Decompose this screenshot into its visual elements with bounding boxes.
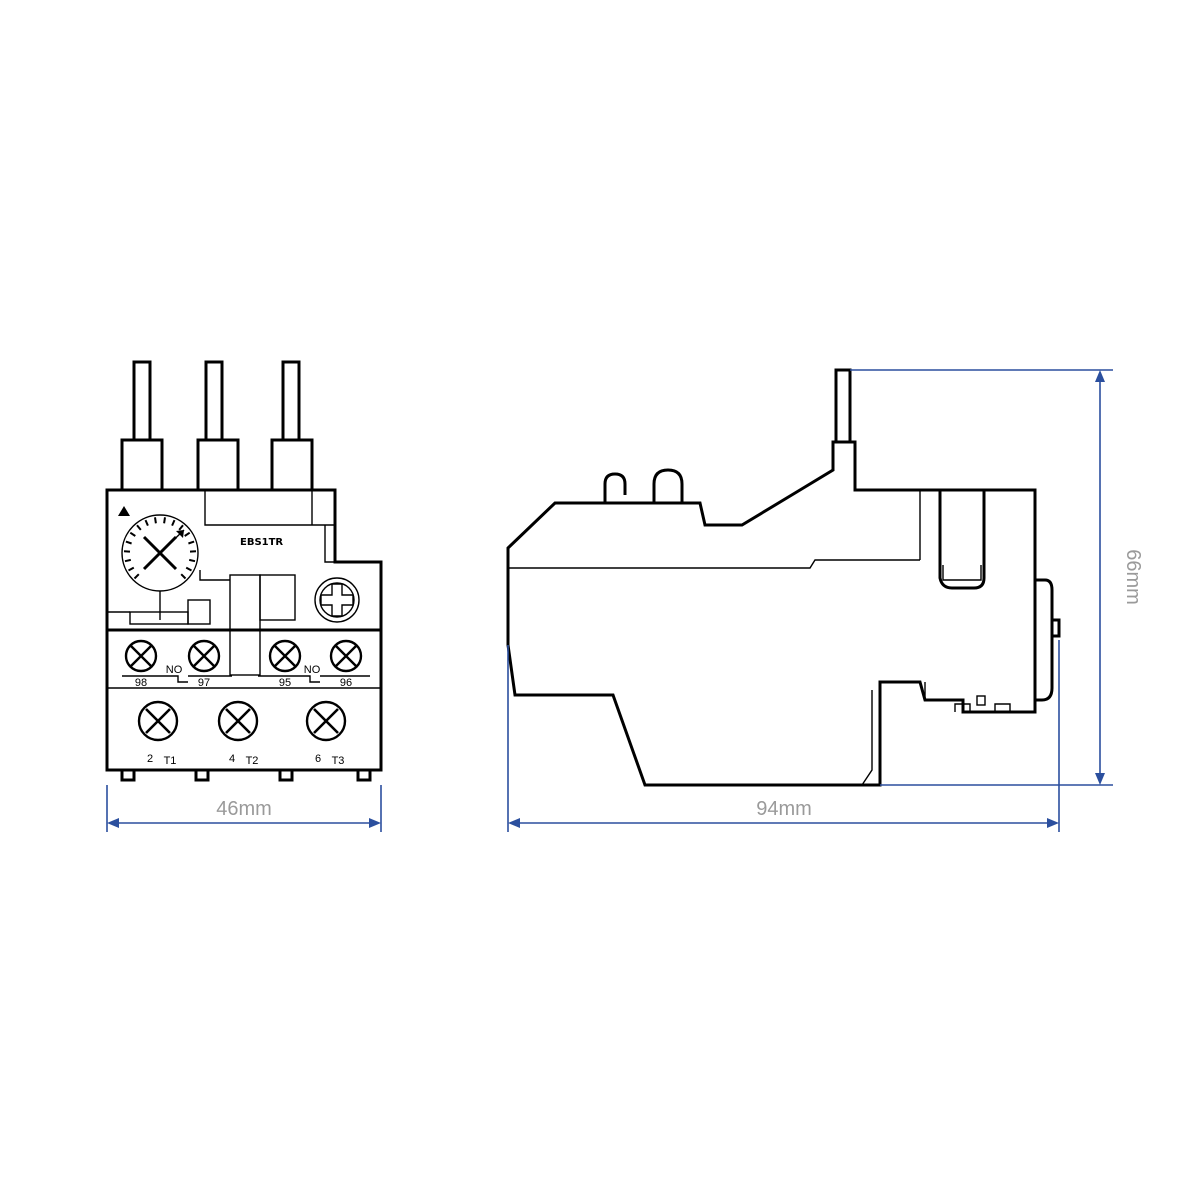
no-contact-label-2: NO	[304, 664, 321, 676]
dial-scale-ticks	[123, 517, 197, 580]
dial-tick	[124, 558, 132, 563]
svg-text:T3: T3	[332, 755, 345, 767]
height-dimension-label: 66mm	[1122, 549, 1144, 605]
dial-tick	[125, 540, 132, 545]
front-body-outline	[105, 488, 383, 772]
dial-tick	[188, 558, 196, 563]
front-feet	[120, 768, 372, 782]
power-terminal-T3[interactable]: 6 T3	[305, 700, 347, 767]
warning-triangle-icon	[118, 506, 130, 516]
dial-tick	[136, 524, 142, 531]
height-dimension: 66mm	[850, 369, 1144, 786]
dial-tick	[178, 524, 184, 531]
svg-text:95: 95	[279, 677, 291, 689]
side-latch-tab	[938, 490, 986, 590]
pin-1	[132, 360, 152, 442]
power-terminal-T2[interactable]: 4 T2	[217, 700, 259, 767]
side-pin	[834, 368, 852, 444]
model-label: EBS1TR	[240, 537, 283, 548]
side-body-outline	[506, 440, 1037, 787]
svg-text:98: 98	[135, 677, 147, 689]
dial-tick	[171, 519, 176, 526]
stop-button[interactable]	[129, 611, 189, 625]
power-terminal-T1[interactable]: 2 T1	[137, 700, 179, 767]
aux-terminal-98[interactable]: 98	[124, 639, 158, 689]
svg-text:T1: T1	[164, 755, 177, 767]
svg-text:2: 2	[147, 753, 153, 765]
dial-tick	[129, 531, 136, 537]
side-view: 94mm 66mm	[506, 368, 1144, 832]
side-rail-clip	[1035, 578, 1054, 702]
dial-tick	[154, 517, 157, 524]
svg-text:6: 6	[315, 753, 321, 765]
dial-tick	[185, 566, 192, 572]
reset-slider[interactable]	[229, 574, 261, 676]
svg-text:97: 97	[198, 677, 210, 689]
power-terminals: 2 T1 4 T2 6 T3	[137, 700, 347, 767]
side-top-bump-2	[652, 468, 684, 503]
svg-text:T2: T2	[246, 755, 259, 767]
pin-collar-1	[120, 438, 164, 492]
dial-tick	[163, 517, 166, 524]
width-dimension-label: 46mm	[216, 798, 272, 820]
pin-2	[204, 360, 224, 442]
front-top-window	[204, 490, 335, 526]
pin-collar-2	[196, 438, 240, 492]
dial-tick	[133, 573, 140, 580]
reset-button[interactable]	[314, 577, 360, 623]
plus-icon	[320, 583, 354, 617]
svg-text:4: 4	[229, 753, 235, 765]
aux-terminal-97[interactable]: 97	[187, 639, 221, 689]
no-contact-label-1: NO	[166, 664, 183, 676]
dial-tick	[188, 540, 195, 545]
dial-tick	[128, 566, 135, 572]
pin-3	[281, 360, 301, 442]
aux-terminals: 98 97 95 96 NO NO	[124, 639, 363, 689]
dial-tick	[144, 519, 149, 526]
svg-text:96: 96	[340, 677, 352, 689]
pin-collar-3	[270, 438, 314, 492]
length-dimension: 94mm	[507, 640, 1060, 832]
reset-window	[259, 574, 296, 621]
line-pins	[120, 360, 314, 492]
aux-terminal-96[interactable]: 96	[329, 639, 363, 689]
dial-tick	[180, 573, 187, 580]
length-dimension-label: 94mm	[756, 798, 812, 820]
dial-tick	[184, 531, 191, 537]
test-lever[interactable]	[187, 599, 211, 625]
aux-terminal-95[interactable]: 95	[268, 639, 302, 689]
front-view: EBS1TR	[105, 360, 383, 832]
side-top-bump-1	[603, 472, 627, 503]
current-adjust-dial[interactable]	[121, 514, 199, 592]
width-dimension: 46mm	[106, 785, 382, 832]
